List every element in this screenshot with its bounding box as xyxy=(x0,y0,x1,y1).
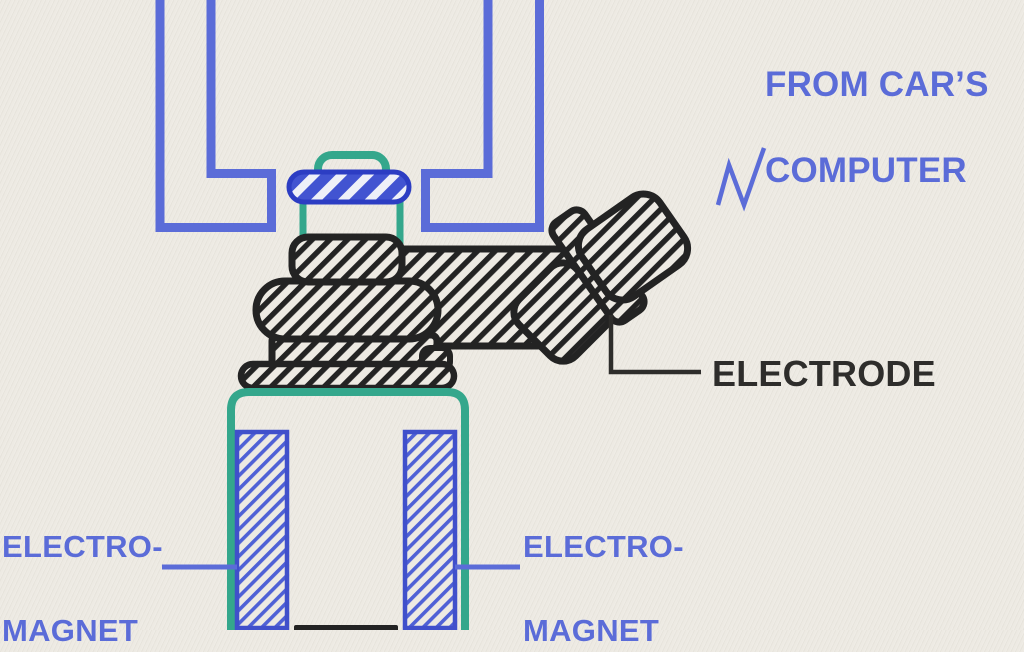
wire-left-icon xyxy=(155,0,276,232)
label-from-cars-computer-line1: FROM CAR’S xyxy=(765,65,989,104)
plunger-top xyxy=(294,625,398,630)
electromagnet-left xyxy=(234,429,290,630)
lightning-zigzag-icon xyxy=(715,147,767,212)
flange-pill xyxy=(237,360,458,392)
electrode-body-pill xyxy=(252,277,442,343)
label-from-cars-computer: FROM CAR’S COMPUTER xyxy=(765,63,989,192)
injector-body-outline xyxy=(227,388,469,630)
label-electromagnet-left: ELECTRO- MAGNET xyxy=(2,526,163,652)
diagram-canvas xyxy=(155,0,767,630)
electromagnet-right xyxy=(402,429,458,630)
electrode-top-pill xyxy=(288,233,406,286)
connector-pill xyxy=(286,169,412,205)
label-electromagnet-right-line2: MAGNET xyxy=(523,613,660,648)
label-electrode: ELECTRODE xyxy=(712,353,936,394)
label-electromagnet-left-line1: ELECTRO- xyxy=(2,529,163,564)
electrode-leader-line xyxy=(608,315,701,375)
label-electromagnet-left-line2: MAGNET xyxy=(2,613,139,648)
label-from-cars-computer-line2: COMPUTER xyxy=(765,151,967,190)
label-electromagnet-right: ELECTRO- MAGNET xyxy=(523,526,684,652)
fuel-injector-diagram: FROM CAR’S COMPUTER ELECTRODE ELECTRO- M… xyxy=(2,0,989,648)
electrode-tip xyxy=(574,190,692,304)
label-electromagnet-right-line1: ELECTRO- xyxy=(523,529,684,564)
wire-right-icon xyxy=(421,0,544,232)
